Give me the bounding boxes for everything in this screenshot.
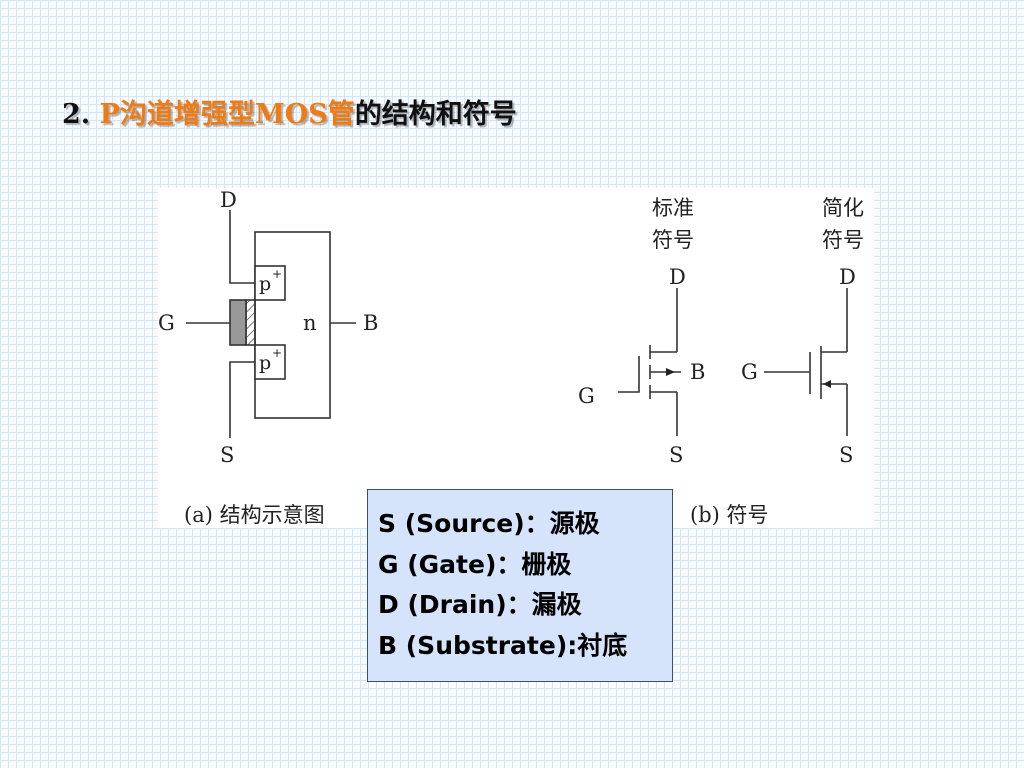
structure-label-p-bottom: p	[259, 352, 271, 374]
legend-meaning-gate: 栅极	[521, 549, 572, 579]
title-number: 2.	[62, 99, 100, 130]
structure-label-g: G	[158, 311, 175, 335]
symbol-caption: (b) 符号	[690, 503, 769, 527]
legend-row-substrate: B (Substrate):衬底	[378, 626, 672, 667]
legend-meaning-substrate: 衬底	[577, 630, 628, 660]
legend-meaning-drain: 漏极	[531, 590, 582, 619]
structure-label-b: B	[363, 311, 378, 335]
legend-meaning-source: 源极	[549, 509, 600, 538]
oxide-layer	[245, 299, 256, 346]
standard-symbol: 标准 符号 D B G S	[578, 196, 705, 467]
standard-label-b: B	[690, 360, 705, 384]
legend-term-substrate: B (Substrate):	[378, 630, 578, 660]
simplified-symbol: 简化 符号 D G S	[741, 196, 864, 467]
structure-label-p-top: p	[259, 273, 271, 295]
simplified-arrow-icon	[823, 380, 831, 388]
legend-term-drain: D (Drain)：	[378, 590, 532, 619]
simplified-label-d: D	[839, 265, 856, 289]
standard-title-line2: 符号	[652, 228, 694, 252]
drain-wire	[229, 210, 255, 284]
substrate-body	[254, 231, 331, 419]
mos-diagram-svg: D G S B n p + p + (a) 结构示意图	[158, 188, 864, 527]
legend-row-source: S (Source)：源极	[378, 504, 672, 545]
standard-label-g: G	[578, 384, 595, 408]
legend-term-source: S (Source)：	[378, 509, 550, 538]
mos-diagram: D G S B n p + p + (a) 结构示意图	[158, 188, 874, 528]
simplified-title-line2: 符号	[822, 228, 864, 252]
structure-label-n: n	[303, 311, 317, 335]
legend-term-gate: G (Gate)：	[378, 549, 522, 579]
structure-diagram: D G S B n p + p + (a) 结构示意图	[158, 188, 378, 527]
gate-electrode	[229, 299, 247, 346]
legend-row-gate: G (Gate)：栅极	[378, 545, 672, 586]
legend-row-drain: D (Drain)：漏极	[378, 585, 672, 626]
structure-label-p-top-sup: +	[272, 267, 282, 281]
simplified-label-g: G	[741, 360, 758, 384]
simplified-title-line1: 简化	[822, 196, 864, 220]
source-wire	[229, 361, 255, 438]
p-plus-bottom-region	[254, 344, 286, 380]
structure-label-s: S	[220, 443, 234, 467]
structure-label-p-bottom-sup: +	[272, 346, 282, 360]
standard-arrow-icon	[666, 368, 675, 376]
standard-label-d: D	[669, 265, 686, 289]
slide-title: 2. P沟道增强型MOS管的结构和符号	[62, 92, 517, 131]
terminal-legend: S (Source)：源极 G (Gate)：栅极 D (Drain)：漏极 B…	[367, 489, 673, 682]
structure-label-d: D	[220, 188, 237, 212]
standard-label-s: S	[669, 443, 683, 467]
simplified-label-s: S	[839, 443, 853, 467]
title-rest: 的结构和符号	[354, 99, 517, 130]
standard-title-line1: 标准	[652, 196, 694, 220]
title-accent: P沟道增强型MOS管	[99, 99, 355, 130]
standard-gate-lead	[618, 356, 640, 393]
structure-caption: (a) 结构示意图	[184, 503, 325, 527]
